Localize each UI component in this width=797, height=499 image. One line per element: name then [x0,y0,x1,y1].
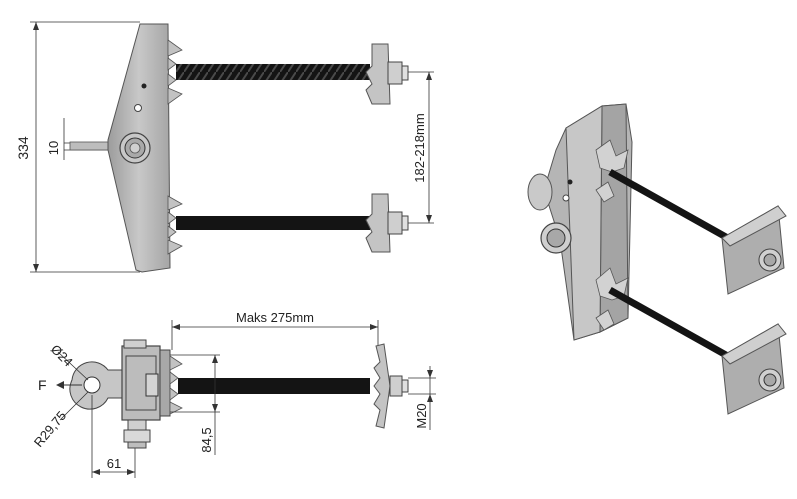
lower-teeth [167,195,183,255]
isometric-view [527,103,787,415]
lower-clamp [365,193,409,253]
plate-hole-small [141,83,147,89]
top-view: Maks 275mm Ø24 F R29,75 [31,310,436,478]
eye-thickness-dimension: 10 [46,118,108,160]
iso-upper-rod [608,168,744,250]
max-length-dimension: Maks 275mm [171,310,379,350]
rod-spacing-dimension: 182-218mm [408,71,434,224]
eye-tab [69,141,111,151]
thread-dimension: M20 [408,366,436,430]
eye-hole [83,376,101,394]
top-view-teeth [169,355,183,415]
iso-bolt [540,222,572,254]
offset-dim-label: 61 [107,456,121,471]
iso-upper-end-plate [721,205,787,295]
rod-spacing-dim-label: 182-218mm [412,113,427,182]
lower-threaded-rod [176,216,370,230]
force-arrow: F [38,377,82,393]
radius-dimension: R29,75 [31,391,89,450]
center-bolt [119,132,151,164]
thread-dim-label: M20 [414,403,429,428]
upper-threaded-rod [176,64,370,80]
max-length-dim-label: Maks 275mm [236,310,314,325]
bracket-body [121,339,171,449]
iso-teeth [595,139,629,331]
height-dimension: 334 [15,21,140,273]
height-dim-label: 334 [15,136,31,160]
eye-thickness-dim-label: 10 [46,141,61,155]
iso-lower-end-plate [721,323,787,415]
plate-hole [134,104,142,112]
top-view-rod [178,378,370,394]
depth-dim-label: 84,5 [199,427,214,452]
depth-dimension: 84,5 [170,354,220,455]
radius-dim-label: R29,75 [31,408,69,450]
top-view-end-clamp [373,343,409,429]
upper-teeth [167,39,183,105]
front-view: 334 10 [15,21,434,273]
hole-diameter-dimension: Ø24 [48,342,89,381]
offset-dimension: 61 [91,395,136,478]
upper-clamp [365,43,409,105]
iso-eye [527,173,553,211]
iso-lower-rod [608,286,744,368]
force-label: F [38,377,47,393]
